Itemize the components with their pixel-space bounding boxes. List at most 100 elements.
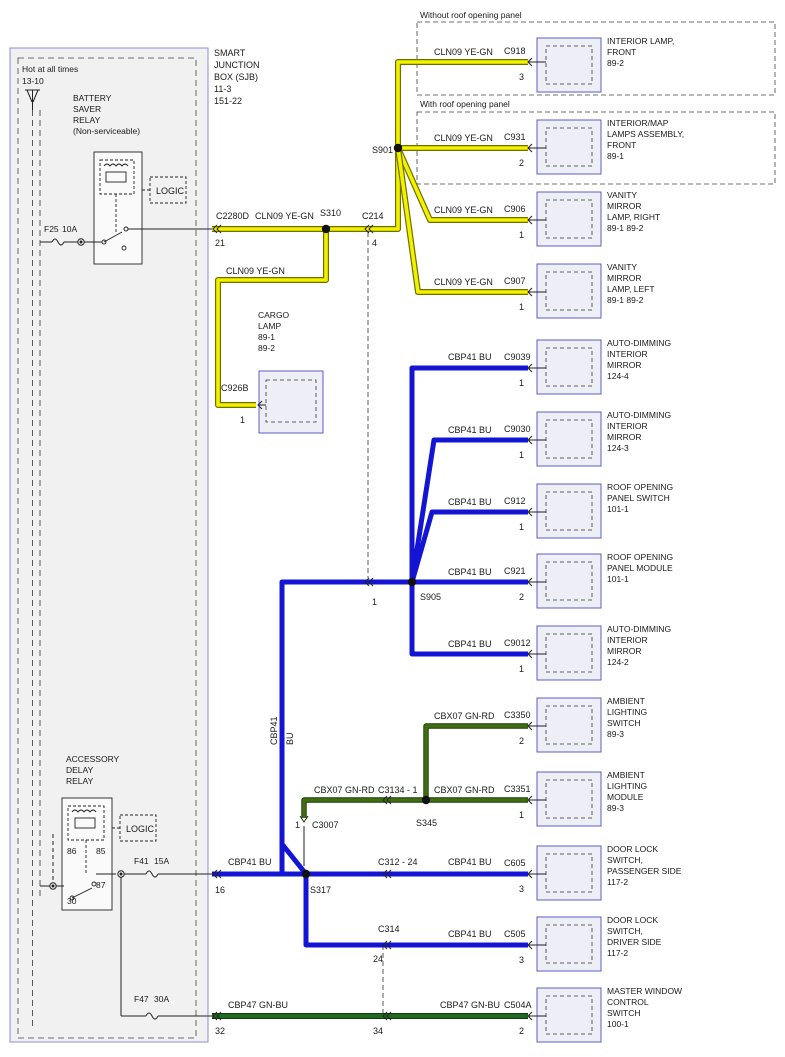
component-label-amb_switch-3: 89-3 bbox=[607, 729, 624, 739]
component-label-cargo-0: CARGO bbox=[258, 310, 290, 320]
connector-icon-c314b bbox=[382, 1011, 392, 1021]
without-roof-box bbox=[416, 21, 776, 96]
fuse-f41-icon bbox=[96, 870, 212, 878]
component-inner-mirror_c bbox=[545, 633, 593, 673]
component-label-mirror_a-2: MIRROR bbox=[607, 360, 641, 370]
component-label-mirror_c-3: 124-2 bbox=[607, 657, 629, 667]
component-mirror_c bbox=[536, 625, 602, 681]
component-pin-vanity_right: 1 bbox=[519, 230, 524, 240]
wires-layer bbox=[212, 59, 528, 1019]
component-label-roof_switch-1: PANEL SWITCH bbox=[607, 493, 670, 503]
component-pin-door_drv: 3 bbox=[519, 955, 524, 965]
wire-cbp41-mirror-b bbox=[409, 437, 528, 583]
wire-cbp41-roof-switch bbox=[409, 509, 528, 583]
wire-cbx07-amb-switch bbox=[424, 724, 528, 800]
component-label-map_lamps-0: INTERIOR/MAP bbox=[607, 118, 669, 128]
connector-icon-c3134 bbox=[382, 795, 392, 805]
component-label-vanity_left-3: 89-1 89-2 bbox=[607, 295, 644, 305]
fuse-f41-amps: 15A bbox=[154, 856, 169, 866]
component-inner-mirror_a bbox=[545, 347, 593, 387]
component-pin-roof_module: 2 bbox=[519, 592, 524, 602]
connector-label-c312: C312 - 24 bbox=[378, 857, 418, 867]
component-label-door_drv-1: SWITCH, bbox=[607, 926, 643, 936]
wire-cbp41-upper-feed bbox=[279, 579, 412, 874]
wire-label-w19: CBP47 GN-BU bbox=[228, 1000, 288, 1010]
connector-pin-c214: 4 bbox=[372, 238, 377, 248]
connector-label-c2280d: C2280D bbox=[216, 211, 250, 221]
component-inner-amb_module bbox=[545, 779, 593, 819]
component-window_sw bbox=[536, 987, 602, 1043]
battery-feed-icon bbox=[25, 89, 40, 110]
component-inner-mirror_b bbox=[545, 419, 593, 459]
wire-label-w18: CBP41 BU bbox=[448, 929, 492, 939]
component-label-window_sw-2: SWITCH bbox=[607, 1008, 641, 1018]
wire-label-w8: CBP41 BU bbox=[448, 352, 492, 362]
battery-saver-label-2: SAVER bbox=[73, 104, 101, 114]
battery-saver-label-3: RELAY bbox=[73, 115, 101, 125]
component-pin-roof_switch: 1 bbox=[519, 522, 524, 532]
sjb-title-1: SMART bbox=[214, 48, 246, 58]
sjb-title-4: 11-3 bbox=[214, 84, 231, 94]
component-connector-window_sw: C504A bbox=[504, 1000, 532, 1010]
component-label-cargo-1: LAMP bbox=[258, 321, 281, 331]
component-pin-amb_module: 1 bbox=[519, 810, 524, 820]
battery-saver-output-terminal bbox=[123, 226, 129, 232]
component-amb_module bbox=[536, 771, 602, 827]
component-roof_module bbox=[536, 553, 602, 609]
wire-label-w6: CLN09 YE-GN bbox=[226, 266, 285, 276]
component-connector-map_lamps: C931 bbox=[504, 132, 526, 142]
wire-label-w1: CLN09 YE-GN bbox=[255, 211, 314, 221]
connector-pin-c2280d: 21 bbox=[215, 238, 225, 248]
component-mirror_b bbox=[536, 411, 602, 467]
fuse-f25-amps: 10A bbox=[62, 224, 77, 234]
connector-icon-c214b bbox=[364, 577, 374, 587]
component-vanity_left bbox=[536, 263, 602, 319]
connector-label-c314: C314 bbox=[378, 924, 400, 934]
component-label-vanity_left-2: LAMP, LEFT bbox=[607, 284, 655, 294]
component-label-mirror_c-2: MIRROR bbox=[607, 646, 641, 656]
component-label-mirror_a-1: INTERIOR bbox=[607, 349, 648, 359]
component-label-door_pass-2: PASSENGER SIDE bbox=[607, 866, 682, 876]
component-label-amb_module-2: MODULE bbox=[607, 792, 644, 802]
component-inner-map_lamps bbox=[545, 127, 593, 167]
battery-saver-label-4: (Non-serviceable) bbox=[73, 126, 140, 136]
connector-label-c926b: C926B bbox=[221, 383, 249, 393]
component-label-vanity_right-3: 89-1 89-2 bbox=[607, 223, 644, 233]
component-inner-door_drv bbox=[545, 924, 593, 964]
wire-label-w14: CBX07 GN-RD bbox=[314, 785, 375, 795]
component-connector-roof_module: C921 bbox=[504, 566, 526, 576]
wire-cbp41-diag bbox=[280, 842, 308, 876]
connector-pin-sjb32: 32 bbox=[215, 1026, 225, 1036]
sjb-title-5: 151-22 bbox=[214, 96, 242, 106]
component-label-cargo-3: 89-2 bbox=[258, 343, 275, 353]
accessory-relay-label-1: ACCESSORY bbox=[66, 754, 120, 764]
accessory-feed bbox=[40, 834, 64, 890]
component-label-vanity_left-0: VANITY bbox=[607, 262, 637, 272]
connector-pin-c314b: 34 bbox=[373, 1026, 383, 1036]
splice-label-s345: S345 bbox=[416, 818, 437, 828]
wire-cln09-front-lamp bbox=[396, 60, 528, 148]
component-label-roof_switch-2: 101-1 bbox=[607, 504, 629, 514]
battery-saver-relay bbox=[93, 151, 150, 265]
connector-pin-c214b: 1 bbox=[372, 597, 377, 607]
component-inner-amb_switch bbox=[545, 705, 593, 745]
wire-cln09-cargo bbox=[216, 229, 328, 407]
component-label-amb_module-3: 89-3 bbox=[607, 803, 624, 813]
component-label-map_lamps-3: 89-1 bbox=[607, 151, 624, 161]
splice-label-s901: S901 bbox=[372, 145, 393, 155]
accessory-delay-relay bbox=[61, 797, 120, 911]
wire-cbp41-mirror-c bbox=[409, 582, 528, 657]
component-label-mirror_a-0: AUTO-DIMMING bbox=[607, 338, 671, 348]
wire-label-w3: CLN09 YE-GN bbox=[434, 133, 493, 143]
component-pin-mirror_c: 1 bbox=[519, 664, 524, 674]
fuse-f47-amps: 30A bbox=[154, 994, 169, 1004]
component-label-front_lamp-2: 89-2 bbox=[607, 58, 624, 68]
component-connector-door_drv: C505 bbox=[504, 929, 526, 939]
accessory-relay-label-2: DELAY bbox=[66, 765, 94, 775]
component-label-amb_module-1: LIGHTING bbox=[607, 781, 647, 791]
component-label-amb_module-0: AMBIENT bbox=[607, 770, 645, 780]
wire-label-w5: CLN09 YE-GN bbox=[434, 277, 493, 287]
wire-label-w9: CBP41 BU bbox=[448, 425, 492, 435]
wire-cln09-vanity-right bbox=[396, 147, 528, 222]
